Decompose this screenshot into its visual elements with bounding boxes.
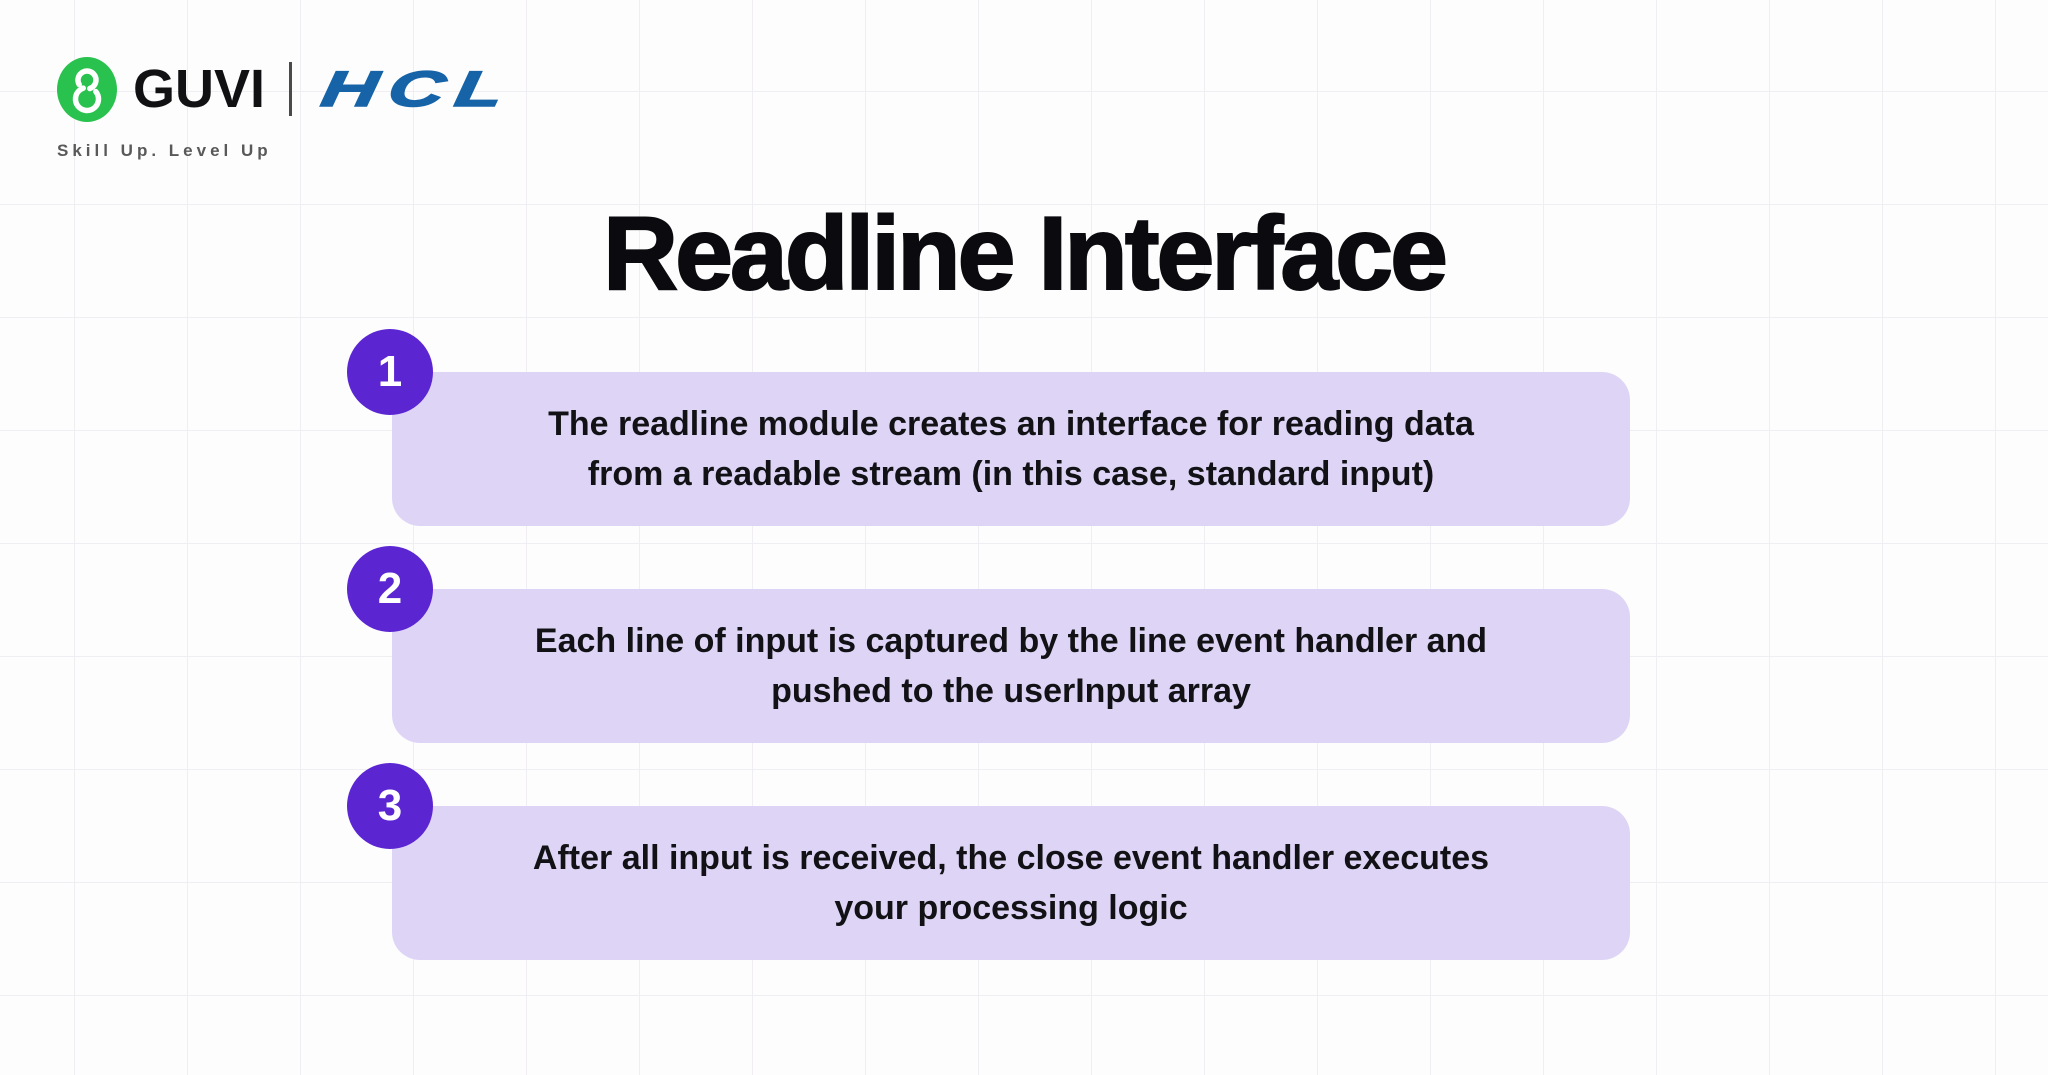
step-text-line: from a readable stream (in this case, st… — [587, 455, 1435, 493]
step-item-2: 2 Each line of input is captured by the … — [347, 546, 1630, 743]
brand-header: GUVI HCL Skill Up. Level Up — [57, 56, 519, 160]
step-number-badge: 2 — [347, 546, 433, 632]
step-card: The readline module creates an interface… — [392, 372, 1630, 526]
step-card: After all input is received, the close e… — [392, 806, 1630, 960]
step-text: Each line of input is captured by the li… — [535, 616, 1487, 716]
step-item-3: 3 After all input is received, the close… — [347, 763, 1630, 960]
step-item-1: 1 The readline module creates an interfa… — [347, 329, 1630, 526]
step-text-line: After all input is received, the close e… — [532, 839, 1490, 877]
brand-tagline: Skill Up. Level Up — [57, 141, 272, 160]
page-title: Readline Interface — [602, 196, 1449, 312]
step-text: After all input is received, the close e… — [533, 833, 1489, 933]
guvi-wordmark: GUVI — [133, 59, 266, 119]
step-card: Each line of input is captured by the li… — [392, 589, 1630, 743]
brand-logo-row: GUVI HCL — [57, 56, 519, 122]
step-text-line: The readline module creates an interface… — [548, 405, 1474, 443]
step-text-line: pushed to the userInput array — [771, 672, 1251, 710]
guvi-logo-icon — [57, 56, 117, 122]
step-text-line: Each line of input is captured by the li… — [534, 622, 1488, 660]
step-text-line: your processing logic — [834, 889, 1188, 927]
step-number-badge: 3 — [347, 763, 433, 849]
hcl-wordmark: HCL — [317, 60, 520, 118]
step-text: The readline module creates an interface… — [548, 399, 1474, 499]
brand-divider — [289, 62, 293, 116]
step-number-badge: 1 — [347, 329, 433, 415]
steps-list: 1 The readline module creates an interfa… — [347, 329, 1630, 1023]
